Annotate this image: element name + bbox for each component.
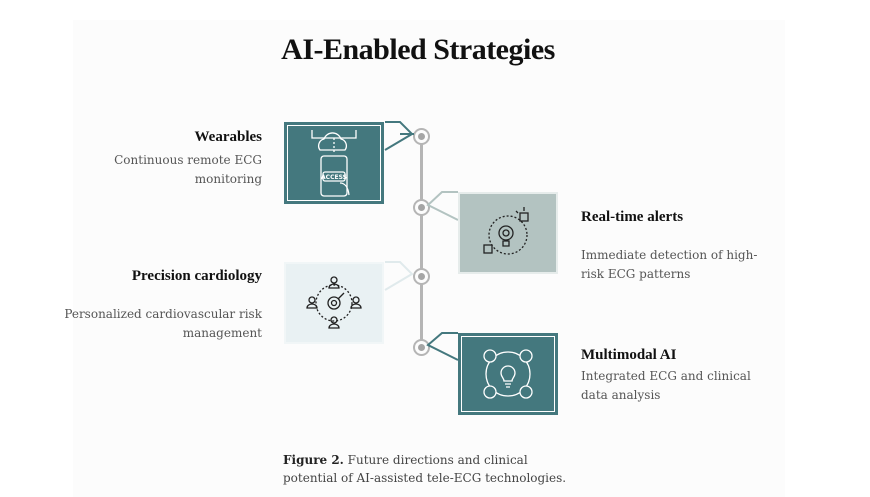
multimodal-ai-title: Multimodal AI bbox=[581, 347, 677, 363]
timeline-node bbox=[413, 199, 430, 216]
caption-text: Future directions and clinical potential… bbox=[283, 453, 567, 485]
wearables-description: Continuous remote ECG monitoring bbox=[114, 153, 262, 186]
timeline-line bbox=[420, 134, 423, 346]
precision-cardiology-title: Precision cardiology bbox=[131, 268, 262, 284]
figure-panel bbox=[73, 20, 785, 497]
precision-cardiology-description: Personalized cardiovascular risk managem… bbox=[64, 307, 262, 340]
lightbulb-gear-icon bbox=[483, 207, 529, 255]
precision-cardiology-icon-box bbox=[284, 262, 384, 344]
wearables-icon-box: ACCESS bbox=[284, 122, 384, 204]
lightbulb-people-cycle-icon bbox=[483, 349, 533, 399]
multimodal-ai-icon-box bbox=[458, 333, 558, 415]
svg-text:ACCESS: ACCESS bbox=[321, 174, 347, 181]
real-time-alerts-title: Real-time alerts bbox=[581, 209, 684, 225]
target-people-icon bbox=[306, 276, 362, 329]
timeline-node bbox=[413, 268, 430, 285]
cloud-phone-access-icon: ACCESS bbox=[311, 130, 357, 197]
timeline-node bbox=[413, 339, 430, 356]
timeline-node bbox=[413, 128, 430, 145]
real-time-alerts-description: Immediate detection of high-risk ECG pat… bbox=[581, 248, 758, 281]
caption-label: Figure 2. bbox=[283, 453, 344, 467]
real-time-alerts-icon-box bbox=[458, 192, 558, 274]
multimodal-ai-description: Integrated ECG and clinical data analysi… bbox=[581, 369, 751, 402]
page-title: AI-Enabled Strategies bbox=[281, 33, 555, 66]
figure-caption: Figure 2. Future directions and clinical… bbox=[283, 451, 583, 487]
wearables-title: Wearables bbox=[194, 129, 263, 145]
